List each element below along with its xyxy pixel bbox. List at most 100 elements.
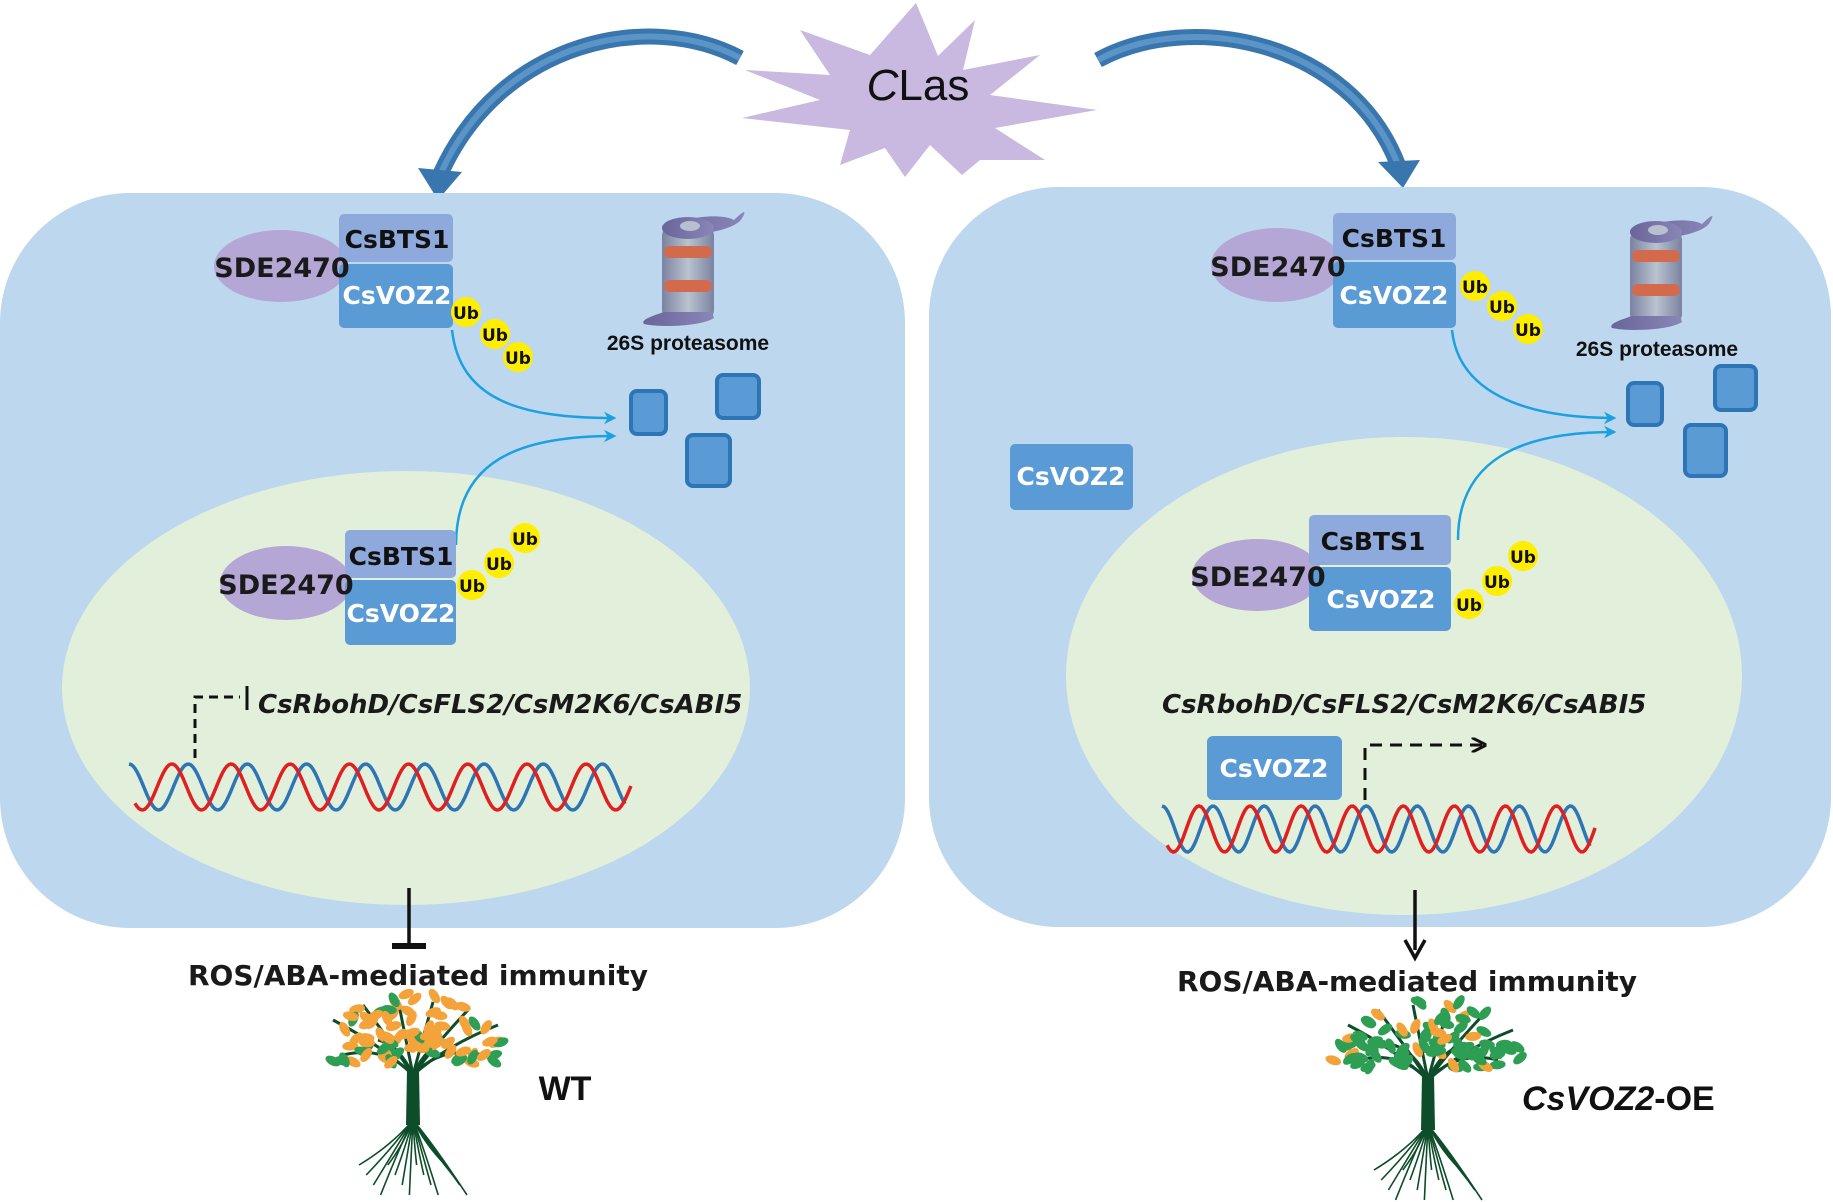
tree-leaf	[358, 1019, 375, 1030]
tree-root	[412, 1119, 439, 1196]
tree-leaf	[1434, 1011, 1447, 1026]
tree-leaf	[1453, 1021, 1468, 1034]
tree-leaf	[1410, 1018, 1421, 1034]
dna-helix-oe	[1161, 804, 1597, 854]
tree-leaf	[423, 1020, 435, 1036]
ubiquitin-chain: Ub Ub Ub	[457, 523, 540, 600]
tree-leaf	[1454, 1041, 1468, 1055]
tree-leaf	[339, 1052, 350, 1068]
tree-leaf	[1350, 1033, 1366, 1045]
tree-leaf	[1419, 1038, 1430, 1054]
tree-leaf	[1466, 1006, 1481, 1019]
tree-leaf	[385, 1021, 402, 1032]
tree-leaf	[1350, 1058, 1366, 1070]
tree-leaf	[1378, 1023, 1393, 1036]
outcome-label-wt: ROS/ABA-mediated immunity	[188, 959, 648, 992]
e3-csbts1	[339, 214, 453, 262]
svg-text:Ub: Ub	[1515, 321, 1541, 341]
svg-text:Ub: Ub	[453, 304, 479, 324]
tree-leaf	[428, 988, 441, 1004]
tree-leaf	[468, 1016, 481, 1031]
tf-label: CsVOZ2	[1340, 281, 1449, 310]
tree-leaf	[482, 1036, 498, 1047]
panel-wt: SDE2470 CsBTS1 CsVOZ2 Ub Ub Ub 26S prote…	[0, 193, 905, 1196]
complex-nucleus-oe: SDE2470 CsBTS1 CsVOZ2 Ub Ub Ub	[1190, 515, 1538, 631]
tree-leaf	[349, 1004, 365, 1014]
tree-trunk	[406, 1070, 420, 1125]
tree-leaf	[434, 1021, 451, 1031]
tree-leaf	[1458, 1059, 1472, 1073]
e3-label: CsBTS1	[1342, 224, 1447, 253]
e3-label: CsBTS1	[1321, 527, 1426, 556]
tree-leaf	[1443, 999, 1457, 1014]
tf-label: CsVOZ2	[1220, 754, 1329, 783]
tree-oe-icon	[1325, 995, 1527, 1201]
tree-leaf	[1472, 1054, 1487, 1066]
e3-csbts1	[1309, 515, 1451, 565]
svg-text:Ub: Ub	[512, 530, 538, 550]
svg-text:Ub: Ub	[1489, 298, 1515, 318]
proteasome-label: 26S proteasome	[607, 332, 769, 355]
effector-sde2470	[1192, 539, 1322, 611]
effector-sde2470	[220, 546, 352, 620]
e3-csbts1	[345, 530, 456, 578]
tree-leaf	[1410, 996, 1427, 1007]
repression-dashed-line	[193, 686, 249, 758]
tree-leaf	[1490, 1045, 1503, 1060]
effector-sde2470	[214, 230, 348, 302]
tree-leaf	[455, 1001, 471, 1012]
genotype-label-oe: CsVOZ2-OE	[1522, 1080, 1715, 1118]
effector-label: SDE2470	[214, 253, 349, 284]
tree-leaf	[398, 988, 414, 1000]
tree-leaf	[404, 1027, 420, 1038]
tree-leaf	[441, 1036, 455, 1049]
tree-wt-icon	[325, 988, 509, 1196]
svg-text:Ub: Ub	[482, 326, 508, 346]
tree-leaf	[368, 1009, 384, 1021]
degradation-arrow-cytoplasm	[450, 329, 617, 425]
tree-root	[358, 1119, 414, 1166]
degradation-arrow-nucleus	[454, 429, 617, 546]
tf-csvoz2-dna-bound	[1207, 736, 1342, 800]
nucleus-oe	[1066, 437, 1742, 915]
tree-leaf	[1369, 1048, 1382, 1063]
tree-leaf	[425, 1007, 441, 1018]
tree-root	[1427, 1124, 1483, 1201]
tree-leaf	[1495, 1039, 1512, 1049]
ubiquitin-chain: Ub Ub Ub	[1460, 271, 1543, 344]
tree-leaf	[1453, 995, 1465, 1010]
tree-leaf	[461, 1021, 473, 1037]
tree-leaf	[384, 1055, 398, 1069]
genotype-label-wt: WT	[539, 1070, 592, 1108]
tree-leaf	[1370, 1008, 1385, 1021]
tree-leaf	[360, 1048, 373, 1062]
tree-leaf	[1360, 1016, 1375, 1029]
e3-csbts1	[1333, 213, 1456, 260]
tree-leaf	[1360, 1061, 1376, 1073]
tree-leaf	[411, 1040, 426, 1054]
activation-arrow	[1403, 890, 1427, 962]
svg-text:Ub: Ub	[459, 577, 485, 597]
effector-sde2470	[1211, 228, 1343, 302]
tree-leaf	[359, 1038, 375, 1048]
tree-leaf	[1465, 1031, 1482, 1041]
svg-text:Ub: Ub	[1456, 596, 1482, 616]
tree-leaf	[1373, 1039, 1390, 1049]
tree-leaf	[1479, 1039, 1495, 1049]
proteasome-label: 26S proteasome	[1576, 338, 1738, 361]
target-genes-label: CsRbohD/CsFLS2/CsM2K6/CsABI5	[258, 690, 742, 720]
tf-csvoz2	[345, 580, 456, 645]
tree-leaf	[339, 1021, 351, 1037]
pathogen-label: CLas	[867, 61, 970, 110]
tree-leaf	[1325, 1055, 1342, 1066]
tf-label: CsVOZ2	[343, 281, 452, 310]
tree-leaf	[381, 1010, 393, 1027]
tree-leaf	[423, 1038, 440, 1049]
tree-leaf	[1396, 1022, 1408, 1037]
tree-leaf	[1455, 1013, 1471, 1024]
tree-leaf	[388, 992, 400, 1008]
degradation-arrow-nucleus	[1456, 425, 1617, 541]
dna-helix-wt	[128, 762, 633, 812]
tree-root	[412, 1119, 468, 1196]
